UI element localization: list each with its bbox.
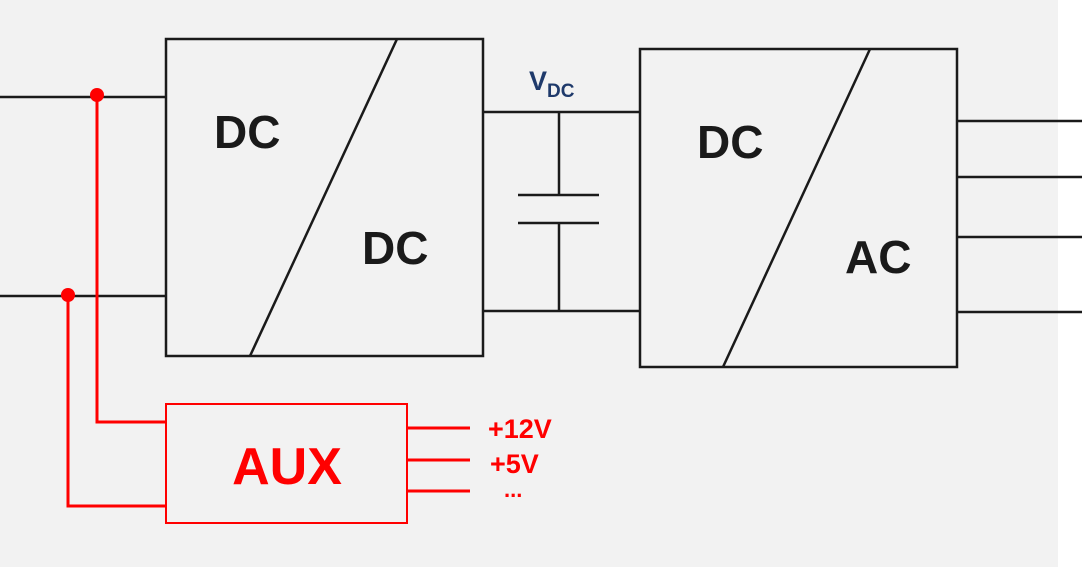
dcdc-input-label: DC bbox=[214, 106, 280, 158]
aux-output-wires bbox=[407, 426, 470, 493]
aux-feed-wire-top bbox=[95, 97, 166, 424]
dc-link bbox=[483, 110, 640, 313]
aux-output-label-more: ... bbox=[504, 477, 522, 502]
junction-dot-bottom bbox=[61, 288, 75, 302]
aux-output-label-12v: +12V bbox=[488, 414, 552, 444]
output-wires bbox=[957, 119, 1082, 314]
inverter-block: DC AC bbox=[638, 47, 959, 369]
aux-box bbox=[165, 403, 408, 524]
aux-feed-wires bbox=[66, 97, 166, 508]
dcdc-output-label: DC bbox=[362, 222, 428, 274]
dcdc-converter-block: DC DC bbox=[164, 37, 485, 358]
inverter-box bbox=[638, 47, 959, 369]
dcdc-converter-diagonal bbox=[248, 38, 399, 357]
vdc-label: VDC bbox=[529, 66, 575, 102]
aux-output-label-5v: +5V bbox=[490, 449, 539, 479]
inverter-diagonal bbox=[721, 48, 872, 368]
aux-feed-wire-bottom bbox=[66, 296, 166, 508]
vdc-label-main: V bbox=[529, 66, 547, 96]
junction-dot-top bbox=[90, 88, 104, 102]
aux-supply: AUX +12V +5V ... bbox=[61, 88, 552, 524]
input-wires bbox=[0, 95, 166, 298]
aux-label: AUX bbox=[232, 438, 342, 496]
inverter-output-label: AC bbox=[845, 231, 911, 283]
vdc-label-subscript: DC bbox=[547, 81, 575, 102]
inverter-input-label: DC bbox=[697, 116, 763, 168]
